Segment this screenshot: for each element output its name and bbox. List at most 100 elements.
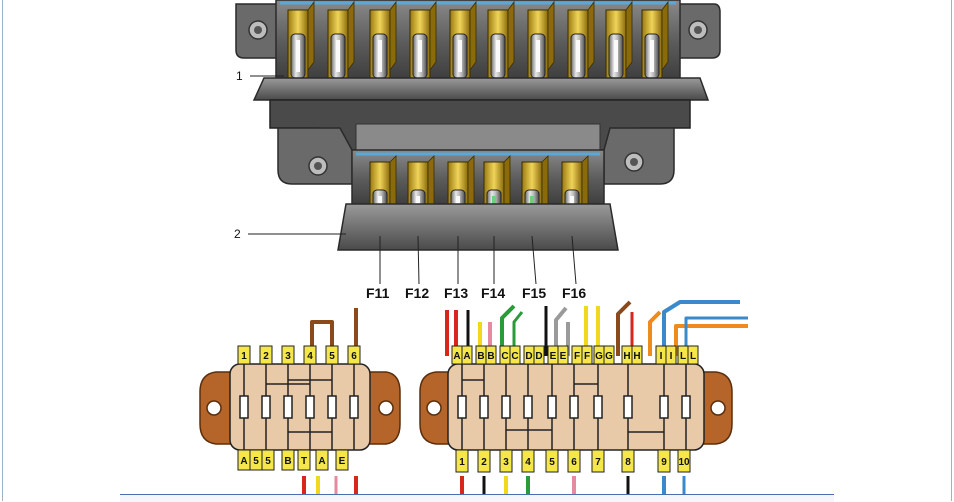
- pin-label: C: [501, 351, 508, 362]
- pin-label: 9: [661, 457, 667, 468]
- left-fuse-block-schematic: [199, 363, 401, 451]
- left-bottom-pin: A: [237, 449, 251, 471]
- wire: [684, 316, 748, 356]
- left-bottom-pin: B: [281, 449, 295, 471]
- pin-label: B: [284, 456, 291, 467]
- pin-label: 2: [263, 351, 269, 362]
- pin-label: A: [318, 456, 325, 467]
- right-top-pin: L: [677, 345, 689, 365]
- fuse-symbol: [523, 395, 533, 419]
- fuse-symbol: [569, 395, 579, 419]
- wire: [512, 311, 524, 356]
- fuse-symbol: [283, 395, 293, 419]
- left-bottom-pin: 5: [249, 449, 263, 471]
- wire: [310, 320, 334, 356]
- fuse-symbol: [593, 395, 603, 419]
- fuse-symbol: [681, 395, 691, 419]
- pin-label: 5: [329, 351, 335, 362]
- pin-label: 7: [595, 457, 601, 468]
- fuse-symbol: [547, 395, 557, 419]
- pin-label: F: [574, 351, 580, 362]
- right-bottom-pin: 7: [591, 449, 605, 473]
- pin-label: 1: [459, 457, 465, 468]
- pin-label: I: [670, 351, 673, 362]
- right-top-pin: A: [461, 345, 473, 365]
- pin-label: E: [550, 351, 557, 362]
- fuse-symbol: [305, 395, 315, 419]
- right-top-pin: D: [533, 345, 545, 365]
- pin-label: 5: [253, 456, 259, 467]
- pin-label: H: [623, 351, 630, 362]
- right-top-pin: E: [557, 345, 569, 365]
- right-top-pin: H: [621, 345, 633, 365]
- pin-label: A: [453, 351, 460, 362]
- right-top-pin: H: [631, 345, 643, 365]
- fuse-label-f15: F15: [522, 285, 547, 301]
- right-bottom-pin: 2: [477, 449, 491, 473]
- right-bottom-pin: 9: [657, 449, 671, 473]
- main-fuse-block-illustration: [235, 0, 721, 285]
- fuse-label-f16: F16: [562, 285, 587, 301]
- pin-label: 3: [503, 457, 509, 468]
- right-top-pin: B: [485, 345, 497, 365]
- callout-extra-block: 2: [234, 227, 241, 241]
- right-bottom-pin: 4: [521, 449, 535, 473]
- pin-label: L: [690, 351, 696, 362]
- pin-label: 10: [678, 457, 690, 468]
- fuse-symbol: [623, 395, 633, 419]
- right-top-pin: G: [593, 345, 605, 365]
- fuse-symbol: [501, 395, 511, 419]
- pin-label: G: [605, 351, 613, 362]
- wire: [616, 300, 632, 356]
- right-top-pin: C: [509, 345, 521, 365]
- right-top-pin: F: [571, 345, 583, 365]
- fuse-symbol: [659, 395, 669, 419]
- fuse-leader-lines: [379, 235, 577, 285]
- left-top-pin: 1: [237, 345, 251, 365]
- left-top-pin: 4: [303, 345, 317, 365]
- fuse-symbol: [261, 395, 271, 419]
- right-top-pin: A: [451, 345, 463, 365]
- bottom-caption-strip: [120, 494, 834, 502]
- pin-label: A: [463, 351, 470, 362]
- pin-label: 6: [571, 457, 577, 468]
- left-frame-line: [2, 0, 3, 501]
- right-top-pin: B: [475, 345, 487, 365]
- pin-label: T: [301, 456, 307, 467]
- fuse-label-f11: F11: [366, 285, 390, 301]
- right-top-pin: F: [581, 345, 593, 365]
- left-bottom-pin: T: [297, 449, 311, 471]
- right-top-pin: D: [523, 345, 535, 365]
- pin-label: C: [511, 351, 518, 362]
- fuse-leader-line: [571, 235, 577, 285]
- pin-label: E: [560, 351, 567, 362]
- pin-label: D: [535, 351, 542, 362]
- pin-label: 5: [265, 456, 271, 467]
- fuse-leader-line: [417, 235, 420, 285]
- left-bottom-pin: 5: [261, 449, 275, 471]
- fuse-label-f13: F13: [444, 285, 469, 301]
- fuse-symbol: [457, 395, 467, 419]
- right-top-pin: E: [547, 345, 559, 365]
- left-bottom-pin: E: [335, 449, 349, 471]
- pin-label: 3: [285, 351, 291, 362]
- pin-label: 4: [307, 351, 313, 362]
- fuse-label-f14: F14: [481, 285, 506, 301]
- right-bottom-pin: 10: [677, 449, 691, 473]
- wire: [500, 304, 516, 356]
- pin-label: 2: [481, 457, 487, 468]
- fuse-leader-line: [531, 235, 537, 285]
- fuse-label-f12: F12: [405, 285, 430, 301]
- pin-label: 5: [549, 457, 555, 468]
- fuse-symbol: [349, 395, 359, 419]
- pin-label: 6: [351, 351, 357, 362]
- pin-label: G: [595, 351, 603, 362]
- upper-ledge: [252, 77, 710, 101]
- wire: [554, 306, 568, 356]
- pin-label: L: [680, 351, 686, 362]
- pin-label: B: [477, 351, 484, 362]
- right-top-pin: C: [499, 345, 511, 365]
- lower-ledge: [337, 203, 619, 251]
